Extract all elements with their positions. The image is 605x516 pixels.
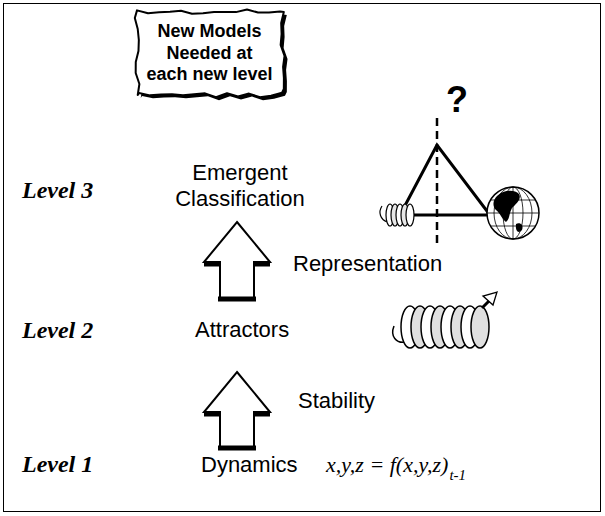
sign-paper xyxy=(135,10,285,98)
subscript: t-1 xyxy=(449,466,466,484)
equation: x,y,z = f(x,y,z) xyxy=(326,452,448,478)
level-label: Level 2 xyxy=(22,316,93,345)
small-spring xyxy=(380,204,414,226)
globe-outline xyxy=(487,187,539,239)
arrow-outline xyxy=(204,222,270,298)
arrow-bar xyxy=(204,412,221,417)
up-arrow xyxy=(204,222,270,299)
attractor-spring xyxy=(393,292,497,348)
torn-paper-sign: New Models Needed at each new level xyxy=(133,8,286,99)
transition-label: Representation xyxy=(293,251,442,277)
level-name: Attractors xyxy=(195,317,289,343)
triangle xyxy=(400,145,490,215)
arrow-outline xyxy=(204,372,270,447)
level-name: Dynamics xyxy=(201,452,298,478)
arrow-bar xyxy=(204,262,221,267)
arrow-bar xyxy=(253,412,270,417)
spring-arrowhead xyxy=(483,292,497,305)
parallel xyxy=(491,226,536,227)
continent xyxy=(493,191,519,222)
level-name: Emergent Classification xyxy=(175,160,305,213)
question-mark: ? xyxy=(446,78,468,121)
spring-coil xyxy=(471,306,489,348)
continent xyxy=(516,223,523,232)
transition-label: Stability xyxy=(298,388,375,414)
up-arrow xyxy=(204,372,270,448)
sign-text: New Models Needed at each new level xyxy=(145,21,274,86)
level-label: Level 1 xyxy=(22,450,93,479)
globe xyxy=(487,187,539,239)
level-label: Level 3 xyxy=(22,176,93,205)
dashed-axis xyxy=(436,118,439,248)
spring-coil xyxy=(406,204,414,226)
arrow-bar xyxy=(253,262,270,267)
arrow-bar xyxy=(218,297,256,302)
frame xyxy=(4,4,601,512)
arrow-bar xyxy=(218,446,256,451)
parallel xyxy=(487,213,539,214)
